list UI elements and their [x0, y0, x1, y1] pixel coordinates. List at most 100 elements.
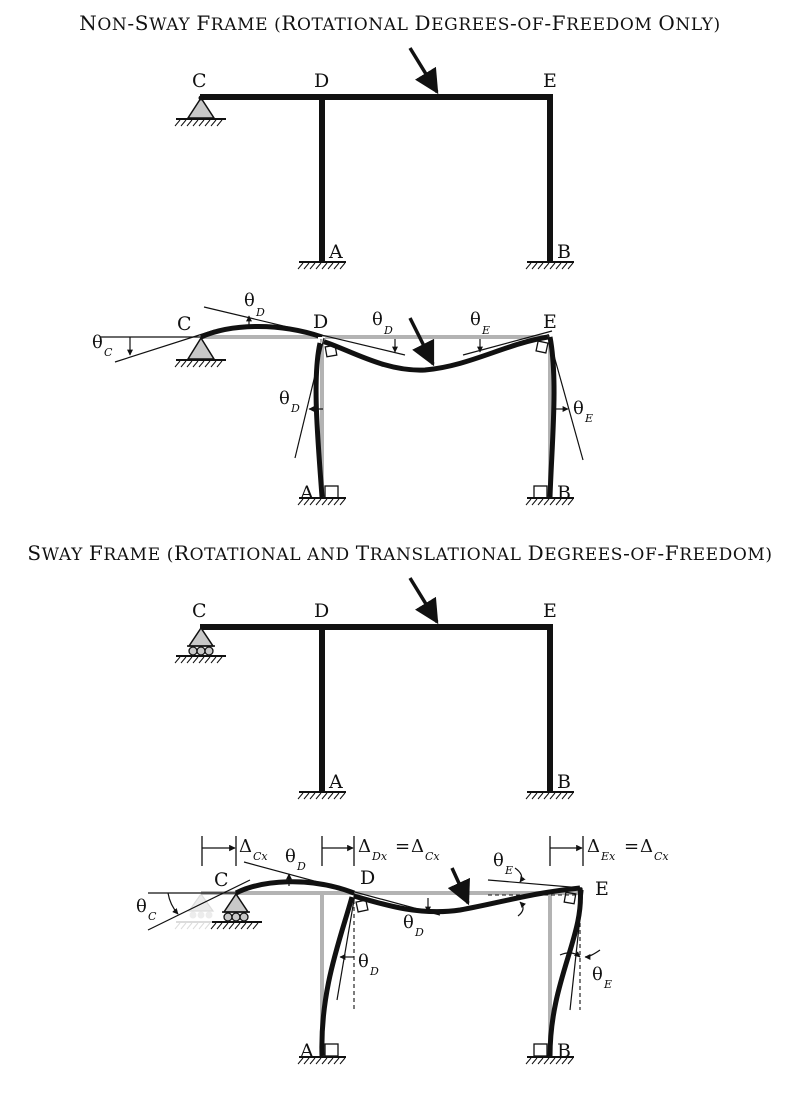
title-segment: WAY: [42, 545, 89, 565]
translation-label-delta-dx-equals-cx: Δ Dx = Δ Cx: [358, 836, 440, 863]
right-angle-e: [535, 340, 549, 354]
title-segment: RAME (: [103, 545, 174, 565]
node-label-b: B: [557, 482, 571, 504]
right-angle-e: [563, 891, 577, 905]
tangent-d-beam: [203, 306, 406, 356]
translation-marker-e: [549, 836, 584, 866]
deformed-span-de: [353, 885, 581, 915]
rotation-label-theta-c: θ C: [136, 896, 157, 923]
svg-text:Cx: Cx: [654, 850, 669, 863]
node-label-b: B: [557, 241, 571, 263]
svg-text:D: D: [255, 306, 265, 319]
rotation-arrow-e-span-top: [514, 867, 526, 883]
rotation-label-theta-e-column: θ E: [573, 398, 593, 425]
tangent-d-column: [336, 893, 356, 1001]
rotation-label-theta-c: θ C: [92, 332, 113, 359]
node-label-b: B: [557, 1040, 571, 1062]
load-arrow: [447, 867, 470, 906]
title-segment: EGREES: [544, 545, 623, 565]
title-segment: OTATIONAL AND: [190, 545, 356, 565]
rotation-label-theta-e-span: θ E: [470, 309, 490, 337]
tangent-e-column: [547, 333, 584, 461]
tangent-d-column: [294, 337, 325, 459]
rotation-label-theta-d-span: θ D: [403, 912, 424, 939]
deformed-column-eb: [547, 336, 557, 498]
svg-text:Δ: Δ: [640, 836, 653, 857]
node-label-d: D: [314, 600, 329, 622]
node-label-a: A: [299, 482, 314, 504]
svg-text:θ: θ: [285, 846, 296, 867]
svg-text:C: C: [148, 910, 157, 923]
title-segment: F: [196, 11, 210, 35]
node-label-d: D: [360, 867, 375, 889]
pin-support-c: [174, 95, 226, 127]
svg-text:θ: θ: [403, 912, 414, 933]
title-segment: R: [281, 11, 297, 35]
svg-text:Δ: Δ: [411, 836, 424, 857]
translation-label-delta-ex-equals-cx: Δ Ex = Δ Cx: [587, 836, 669, 863]
svg-text:Δ: Δ: [358, 836, 371, 857]
svg-text:θ: θ: [279, 388, 290, 409]
node-label-a: A: [299, 1040, 314, 1062]
load-arrow: [408, 317, 435, 367]
title-segment: ON: [97, 15, 127, 35]
node-label-b: B: [557, 771, 571, 793]
title-segment: OF: [630, 545, 657, 565]
svg-text:Cx: Cx: [425, 850, 440, 863]
node-label-c: C: [214, 869, 229, 891]
title-segment: REEDOM): [679, 545, 772, 565]
svg-text:=: =: [624, 836, 639, 857]
rotation-label-theta-e-column: θ E: [592, 964, 612, 991]
title-segment: -: [623, 541, 630, 565]
svg-text:θ: θ: [573, 398, 584, 419]
svg-text:Δ: Δ: [587, 836, 600, 857]
deformed-span-cd: [199, 324, 323, 340]
title-segment: O: [658, 11, 675, 35]
node-label-c: C: [192, 600, 207, 622]
title-segment: N: [79, 11, 97, 35]
title-segment: R: [174, 541, 190, 565]
sway-deformed-frame: C D E A B Δ Cx Δ Dx = Δ Cx Δ Ex = Δ Cx θ…: [136, 836, 669, 1065]
title-segment: -F: [544, 11, 566, 35]
tangent-c: [147, 879, 251, 931]
tangent-e-column: [569, 889, 584, 1011]
fixed-support-a: [297, 261, 346, 270]
translation-marker-c: [201, 836, 237, 866]
title-segment: D: [528, 541, 545, 565]
svg-text:C: C: [104, 346, 113, 359]
deformed-span-de: [321, 334, 549, 373]
node-label-a: A: [328, 241, 343, 263]
fixed-support-b: [525, 261, 574, 270]
title-segment: F: [89, 541, 103, 565]
svg-text:D: D: [383, 324, 393, 337]
svg-text:Δ: Δ: [239, 836, 252, 857]
node-label-e: E: [543, 70, 557, 92]
title-segment: T: [356, 541, 370, 565]
fixed-support-b: [525, 485, 574, 506]
title-segment: NLY): [675, 15, 720, 35]
rotation-label-theta-d-column: θ D: [279, 388, 300, 415]
rotation-arrow-e-span-bottom: [517, 901, 526, 917]
deformed-column-da: [319, 896, 355, 1057]
svg-text:θ: θ: [136, 896, 147, 917]
pin-support-c: [174, 336, 226, 368]
title-segment: -S: [127, 11, 149, 35]
rotation-arrow-c: [167, 892, 179, 915]
original-roller-position: [174, 892, 226, 930]
title-segment: OF: [517, 15, 544, 35]
translation-label-delta-cx: Δ Cx: [239, 836, 268, 863]
right-angle-d: [324, 344, 338, 358]
tangent-c: [114, 329, 216, 363]
svg-text:Ex: Ex: [600, 850, 616, 863]
rotation-label-theta-d-span: θ D: [372, 309, 393, 337]
title-segment: WAY: [149, 15, 196, 35]
fixed-support-b: [525, 791, 574, 800]
title-segment: RANSLATIONAL: [370, 545, 528, 565]
svg-text:D: D: [369, 965, 379, 978]
svg-text:D: D: [290, 402, 300, 415]
roller-support-c: [174, 626, 226, 664]
tangent-d-beam: [243, 861, 441, 916]
title-segment: RAME (: [211, 15, 282, 35]
svg-text:θ: θ: [358, 951, 369, 972]
